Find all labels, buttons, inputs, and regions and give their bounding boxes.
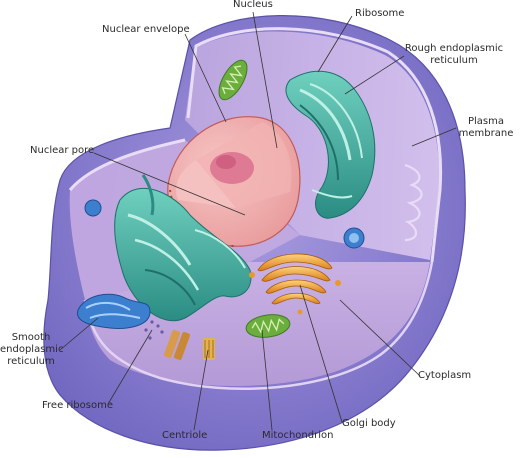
label-free-ribosome: Free ribosome — [42, 400, 113, 411]
label-golgi-body: Golgi body — [342, 418, 396, 429]
leader-free-ribosome — [107, 329, 153, 405]
leader-cytoplasm — [339, 299, 421, 377]
membrane-rim — [186, 27, 389, 119]
label-nucleus: Nucleus — [233, 0, 273, 10]
label-smooth-er: Smooth endoplasmic reticulum — [0, 332, 64, 368]
label-rough-er-line2: reticulum — [430, 55, 478, 66]
leader-nucleus — [252, 11, 278, 149]
mitochondrion-top — [218, 59, 248, 101]
leader-mitochondrion — [261, 329, 273, 431]
rough-er-upper — [285, 70, 376, 219]
leader-golgi-body — [299, 284, 343, 423]
nucleus — [167, 116, 301, 247]
label-plasma-membrane-line1: Plasma — [467, 116, 504, 127]
leader-nuclear-pore — [93, 152, 246, 216]
leader-lines — [59, 11, 457, 431]
label-plasma-membrane: Plasma membrane — [453, 116, 519, 140]
label-nuclear-pore: Nuclear pore — [30, 145, 95, 156]
leader-nuclear-envelope — [184, 33, 227, 123]
golgi-body-organelle — [249, 253, 341, 315]
label-centriole: Centriole — [162, 430, 208, 441]
label-smooth-er-line2: endoplasmic — [0, 344, 64, 355]
free-ribosomes — [144, 320, 164, 340]
leader-ribosome — [317, 15, 353, 73]
leader-rough-er — [344, 55, 405, 95]
leader-smooth-er — [59, 317, 99, 351]
membrane-rim-right — [387, 50, 443, 263]
label-rough-er-line1: Rough endoplasmic — [404, 43, 504, 54]
leader-plasma-membrane — [411, 127, 457, 147]
label-smooth-er-line1: Smooth — [11, 332, 51, 343]
mitochondrion-bottom — [245, 314, 291, 338]
label-mitochondrion: Mitochondrion — [262, 430, 334, 441]
label-cytoplasm: Cytoplasm — [418, 370, 472, 381]
vesicle-left — [84, 199, 102, 217]
membrane-rim-left — [68, 138, 186, 191]
label-ribosome: Ribosome — [355, 8, 405, 19]
membrane-rim-bottom — [83, 261, 434, 390]
leader-centriole — [193, 349, 209, 431]
membrane-folds — [404, 163, 423, 242]
rough-er-lower — [114, 174, 252, 322]
centrioles — [164, 330, 215, 360]
label-rough-er: Rough endoplasmic reticulum — [404, 43, 504, 67]
label-plasma-membrane-line2: membrane — [458, 128, 514, 139]
label-smooth-er-line3: reticulum — [7, 356, 55, 367]
cytoplasm-back-wall — [185, 31, 440, 261]
label-nuclear-envelope: Nuclear envelope — [102, 24, 190, 35]
